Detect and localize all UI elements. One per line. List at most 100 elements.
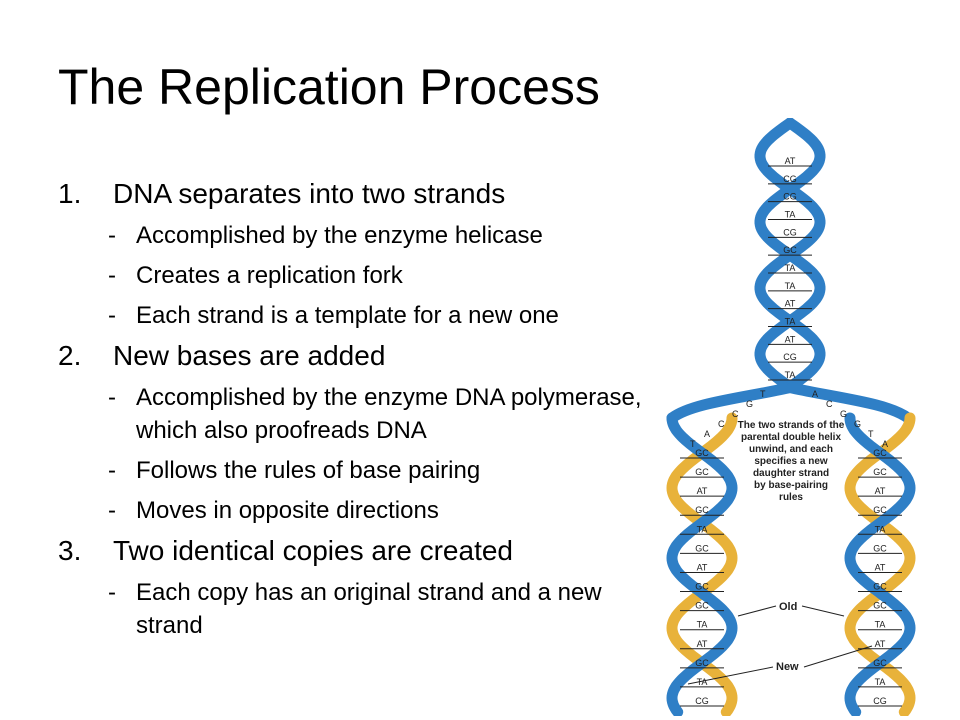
dash-bullet: - [108, 222, 116, 249]
dash-bullet: - [108, 579, 116, 606]
leader-line [801, 605, 845, 617]
step-2: 2. New bases are added [58, 338, 668, 374]
base-pair-label: GC [695, 582, 709, 592]
base-pair-label: AT [697, 562, 708, 572]
fork-base-letter: C [826, 399, 833, 409]
substep: - Each copy has an original strand and a… [58, 576, 668, 642]
fork-base-letter: C [732, 409, 739, 419]
step-number: 1. [58, 178, 82, 209]
fork-arm-right [786, 382, 914, 424]
caption-line: parental double helix [741, 432, 841, 443]
base-pair-label: GC [783, 245, 797, 255]
step-3: 3. Two identical copies are created [58, 533, 668, 569]
base-pair-label: TA [875, 677, 886, 687]
step-number: 3. [58, 535, 82, 566]
base-pair-label: GC [873, 505, 887, 515]
caption-line: rules [779, 492, 803, 503]
base-pair-label: GC [873, 543, 887, 553]
caption-line: daughter strand [753, 468, 829, 479]
fork-base-letter: G [854, 419, 861, 429]
substep: - Accomplished by the enzyme helicase [58, 219, 668, 252]
caption-line: by base-pairing [754, 480, 828, 491]
dash-bullet: - [108, 302, 116, 329]
old-strand-left [666, 412, 738, 716]
base-pair-label: TA [785, 317, 796, 327]
dna-replication-illustration: ATCGCGTACGGCTATAATTAATCGTAGCGCATGCTAGCAT… [666, 118, 916, 716]
base-pair-label: CG [695, 696, 709, 706]
replication-steps-list: 1. DNA separates into two strands - Acco… [58, 170, 668, 642]
substep-text: Accomplished by the enzyme DNA polymeras… [136, 384, 642, 444]
base-pair-label: GC [695, 467, 709, 477]
step-number: 2. [58, 340, 82, 371]
base-pair-label: CG [783, 352, 797, 362]
caption-line: specifies a new [754, 456, 828, 467]
leader-line [803, 645, 873, 668]
leader-line [737, 605, 777, 617]
base-pair-label: TA [697, 677, 708, 687]
base-pair-label: GC [695, 505, 709, 515]
label-new: New [776, 661, 799, 673]
dna-strands [666, 118, 916, 716]
fork-base-letter: A [882, 439, 888, 449]
substep-text: Follows the rules of base pairing [136, 457, 481, 484]
step-text: DNA separates into two strands [113, 178, 506, 209]
substep-text: Creates a replication fork [136, 262, 403, 289]
base-pair-label: AT [875, 639, 886, 649]
base-pair-label: GC [873, 467, 887, 477]
substep-text: Each strand is a template for a new one [136, 302, 559, 329]
base-pair-label: TA [697, 524, 708, 534]
substep-text: Accomplished by the enzyme helicase [136, 222, 543, 249]
substep-text: Moves in opposite directions [136, 497, 439, 524]
base-pair-label: AT [875, 486, 886, 496]
base-pair-labels: ATCGCGTACGGCTATAATTAATCGTAGCGCATGCTAGCAT… [680, 156, 902, 707]
substep-text: Each copy has an original strand and a n… [136, 579, 602, 639]
step-1: 1. DNA separates into two strands [58, 176, 668, 212]
dash-bullet: - [108, 497, 116, 524]
fork-base-letter: A [704, 429, 710, 439]
fork-base-letter: G [840, 409, 847, 419]
base-pair-label: GC [695, 448, 709, 458]
substep: - Moves in opposite directions [58, 494, 668, 527]
dash-bullet: - [108, 457, 116, 484]
base-pair-label: TA [785, 370, 796, 380]
substep: - Creates a replication fork [58, 259, 668, 292]
base-pair-label: GC [873, 448, 887, 458]
base-pair-label: AT [875, 562, 886, 572]
base-pair-label: CG [783, 192, 797, 202]
base-pair-label: TA [697, 620, 708, 630]
base-pair-label: GC [695, 658, 709, 668]
fork-base-letter: T [690, 439, 696, 449]
base-pair-label: AT [785, 334, 796, 344]
dash-bullet: - [108, 262, 116, 289]
base-pair-label: GC [873, 658, 887, 668]
caption-line: unwind, and each [749, 444, 833, 455]
step-text: Two identical copies are created [113, 535, 513, 566]
base-pair-label: AT [697, 639, 708, 649]
step-text: New bases are added [113, 340, 386, 371]
label-old: Old [779, 601, 797, 613]
base-pair-label: AT [785, 156, 796, 166]
base-pair-label: GC [873, 582, 887, 592]
fork-arm-left [666, 382, 794, 424]
base-pair-label: GC [695, 601, 709, 611]
base-pair-label: TA [875, 524, 886, 534]
substep: - Follows the rules of base pairing [58, 454, 668, 487]
base-pair-label: TA [785, 281, 796, 291]
base-pair-label: GC [695, 543, 709, 553]
fork-base-letter: G [746, 399, 753, 409]
fork-base-letter: T [868, 429, 874, 439]
base-pair-label: TA [785, 263, 796, 273]
fork-base-letter: A [812, 389, 818, 399]
base-pair-label: GC [873, 601, 887, 611]
base-pair-label: TA [875, 620, 886, 630]
dash-bullet: - [108, 384, 116, 411]
leader-line [687, 666, 774, 685]
substep: - Accomplished by the enzyme DNA polymer… [58, 381, 668, 447]
base-pair-label: AT [697, 486, 708, 496]
base-pair-label: TA [785, 210, 796, 220]
slide-title: The Replication Process [58, 59, 600, 115]
base-pair-label: CG [783, 227, 797, 237]
old-strand-right [844, 412, 916, 716]
